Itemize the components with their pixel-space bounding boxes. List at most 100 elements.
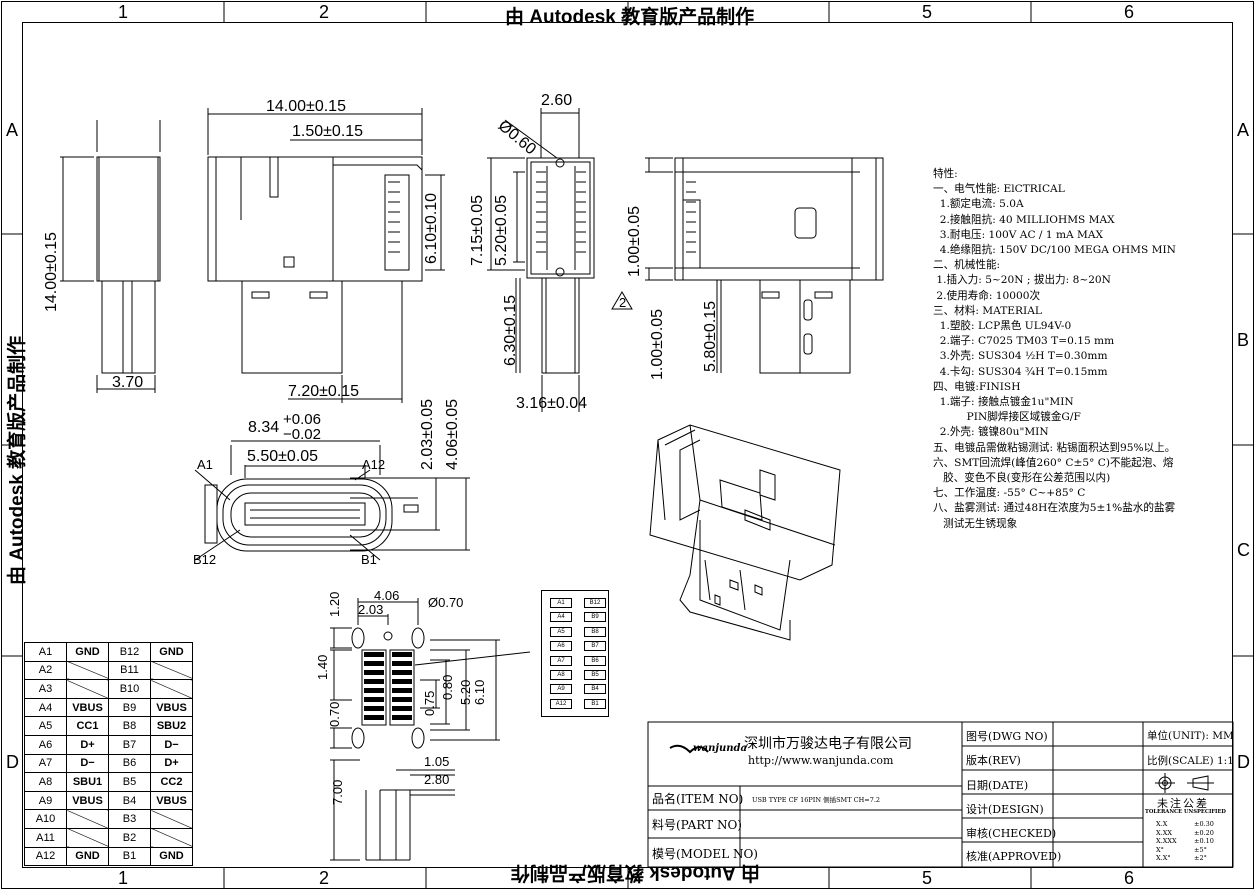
tolerance-row: X.X°±2° [1156,854,1226,863]
zone-col-6: 6 [1124,2,1135,22]
spec-line: 特性: [933,168,958,180]
tolerance-value: ±0.20 [1194,828,1214,837]
pin-map-right-1: B9 [584,612,606,622]
tolerance-key: X.XX [1156,828,1172,837]
pin-b-id: B3 [108,809,151,829]
watermark-left: 由 Autodesk 教育版产品制作 [7,335,28,585]
dim-pad-hole: Ø0.70 [428,595,464,610]
tolerance-value: ±0.10 [1194,837,1214,845]
dim-pad-v1: 1.20 [327,591,342,617]
dim-rear-h1: 1.00±0.05 [626,205,643,277]
pin-map-right-4: B6 [584,656,606,666]
dim-side-h3: 6.30±0.15 [502,294,519,366]
zone-row-a-right: A [1237,120,1250,140]
pin-a-id: A2 [24,660,67,681]
dim-pad-b1: 1.05 [424,754,450,769]
dim-front-bottom: 7.20±0.15 [288,383,360,400]
pin-b-id: B11 [108,660,151,681]
pin-map-left-2: A5 [550,627,572,637]
scale-label: 比例(SCALE) 1:1 [1147,755,1234,767]
pin-a-id: A5 [24,716,67,736]
dim-pad-v4: 7.00 [330,779,345,805]
label-a1: A1 [197,457,213,472]
zone-col-1: 1 [118,2,129,22]
pin-a-id: A3 [24,679,67,699]
zone-col-6-bottom: 6 [1124,868,1135,888]
rev-label: 版本(REV) [966,754,1021,767]
spec-line: 3.耐电压: 100V AC / 1 mA MAX [933,228,1104,241]
pin-map-right-5: B5 [584,670,606,680]
pin-b-signal [150,827,193,848]
dim-end-w2: 5.50±0.05 [247,448,319,465]
spec-line: 2.端子: C7025 TM03 T=0.15 mm [933,335,1115,348]
pin-b-signal: D− [150,734,193,755]
label-b1: B1 [361,552,377,567]
zone-col-2: 2 [319,2,330,22]
pin-map-left-5: A8 [550,670,572,680]
zone-row-a: A [6,120,19,140]
pin-a-signal [66,679,109,699]
dim-pad-v2: 1.40 [315,654,330,680]
tolerance-key: X° [1156,845,1164,854]
pin-b-signal [150,679,193,699]
spec-line: 胶、变色不良(变形在公差范围以内) [933,472,1111,485]
zone-row-d-right: D [1237,752,1250,772]
spec-line: 4.绝缘阻抗: 150V DC/100 MEGA OHMS MIN [933,244,1176,257]
unit-label: 单位(UNIT): MM [1147,730,1234,742]
pin-map-left-3: A6 [550,641,572,651]
pin-b-signal [150,809,193,829]
zone-row-d: D [6,752,19,772]
dim-rear-h3: 5.80±0.15 [702,300,719,372]
dim-pad-w2: 2.03 [358,602,384,617]
tolerance-key: X.X [1156,820,1168,828]
pin-map-left-4: A7 [550,656,572,666]
pin-b-signal: CC2 [150,772,193,792]
tolerance-key: X.X° [1156,854,1171,862]
pin-map-left-7: A12 [550,699,572,709]
pin-b-id: B12 [108,642,151,662]
pin-b-signal [150,660,193,681]
dim-front-width: 14.00±0.15 [266,98,346,115]
design-label: 设计(DESIGN) [966,803,1044,816]
dim-front-left: 3.70 [112,374,144,391]
pin-a-id: A7 [24,753,67,774]
part-no-label: 料号(PART NO) [652,818,742,832]
pin-b-id: B10 [108,679,151,699]
tolerance-subtitle: TOLERANCE UNSPECIFIED [1145,809,1226,815]
zone-col-5-bottom: 5 [922,868,933,888]
pin-b-signal: GND [150,642,193,662]
dim-pad-r4: 6.10 [472,679,487,705]
spec-line: 六、SMT回流焊(峰值260° C±5° C)不能起泡、熔 [933,456,1174,469]
pin-b-id: B1 [108,846,151,867]
pin-a-signal: SBU1 [66,772,109,792]
pin-row: A10 B3 [24,809,193,829]
pin-b-signal: D+ [150,753,193,774]
pin-a-signal: D− [66,753,109,774]
dim-end-h2: 4.06±0.05 [444,398,461,470]
pin-b-signal: SBU2 [150,716,193,736]
spec-line: 2.外壳: 镀镍80u"MIN [933,426,1049,439]
pin-a-id: A10 [24,809,67,829]
dim-end-h1: 2.03±0.05 [419,398,436,470]
dim-side-top: 2.60 [541,92,573,109]
zone-col-1-bottom: 1 [118,868,129,888]
label-b12: B12 [193,552,217,567]
tolerance-row: X.XX ±0.20 [1156,829,1226,838]
pin-map-right-7: B1 [584,699,606,709]
pin-map-left-0: A1 [550,598,572,608]
pin-a-signal: VBUS [66,697,109,718]
dim-rear-h2: 1.00±0.05 [649,308,666,380]
date-label: 日期(DATE) [966,779,1029,792]
pin-a-id: A6 [24,734,67,755]
spec-line: 四、电镀:FINISH [933,380,1021,393]
tolerance-row: X.X±0.30 [1156,820,1226,829]
label-a12: A12 [362,457,386,472]
dim-end-tol-plus: +0.06 [283,411,321,428]
spec-line: 1.塑胶: LCP黑色 UL94V-0 [933,320,1072,333]
pin-a-signal: GND [66,642,109,662]
